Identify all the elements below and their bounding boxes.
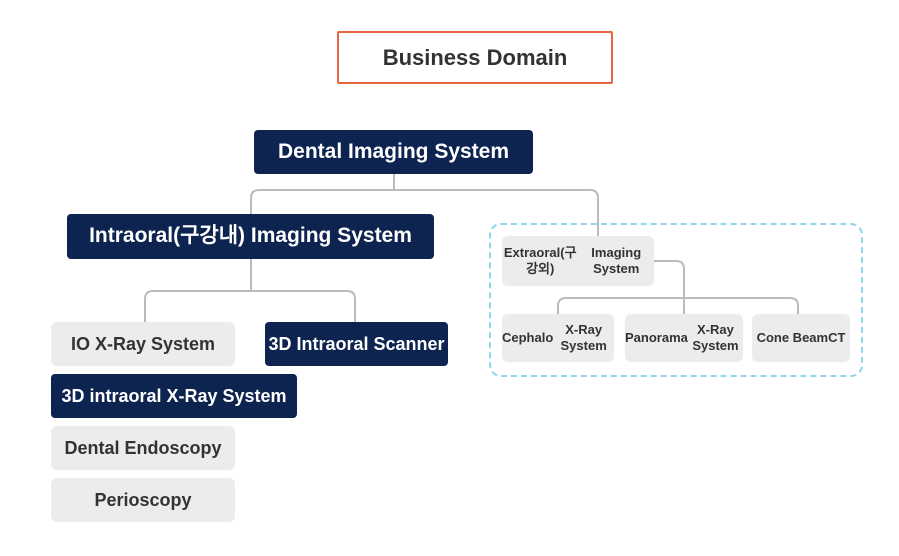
- connector-intraoral-branch: [144, 290, 356, 322]
- cone-beam-line-2: CT: [828, 329, 846, 345]
- diagram-title: Business Domain: [337, 31, 613, 84]
- extraoral-label-line-1: Extraoral(구강외): [503, 244, 577, 276]
- 3d-intraoral-xray-system-node: 3D intraoral X-Ray System: [51, 374, 297, 418]
- extraoral-imaging-system-node: Extraoral(구강외) Imaging System: [502, 236, 654, 286]
- cephalo-line-2: X-Ray System: [560, 321, 607, 353]
- dental-endoscopy-node: Dental Endoscopy: [51, 426, 235, 470]
- extraoral-label-line-2: Imaging System: [591, 244, 642, 276]
- intraoral-imaging-system-node: Intraoral(구강내) Imaging System: [67, 214, 434, 259]
- extraoral-group-frame: [489, 223, 863, 377]
- 3d-intraoral-scanner-node: 3D Intraoral Scanner: [265, 322, 448, 366]
- cone-beam-ct-node: Cone Beam CT: [752, 314, 850, 362]
- io-xray-system-node: IO X-Ray System: [51, 322, 235, 366]
- cephalo-line-1: Cephalo: [502, 329, 554, 345]
- cone-beam-line-1: Cone Beam: [756, 329, 829, 345]
- root-node-dental-imaging-system: Dental Imaging System: [254, 130, 533, 174]
- perioscopy-node: Perioscopy: [51, 478, 235, 522]
- panorama-xray-system-node: Panorama X-Ray System: [625, 314, 743, 362]
- panorama-line-1: Panorama: [625, 329, 688, 345]
- cephalo-xray-system-node: Cephalo X-Ray System: [502, 314, 614, 362]
- panorama-line-2: X-Ray System: [692, 321, 739, 353]
